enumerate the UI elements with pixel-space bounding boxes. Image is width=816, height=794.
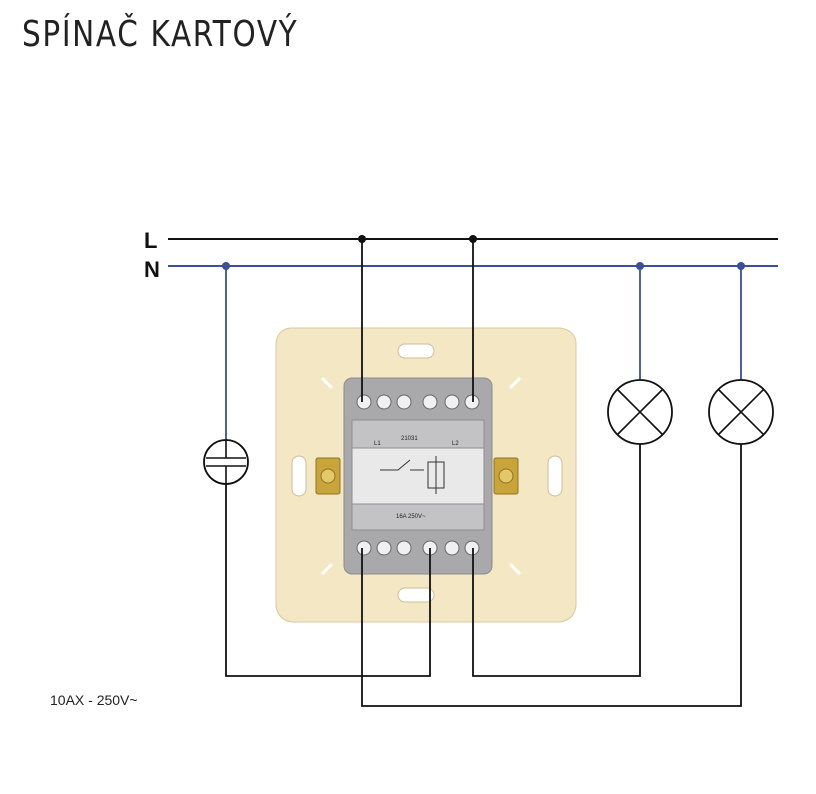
junction-dot (636, 262, 644, 270)
wire-switch-to-lamp-2 (361, 444, 742, 707)
junction-dot (222, 262, 230, 270)
junction-dot (358, 235, 366, 243)
junction-dot (469, 235, 477, 243)
lamp-symbol (607, 379, 673, 445)
terminal-label-l1: L1 (374, 441, 381, 447)
bottom-terminals (356, 540, 480, 556)
terminal-label-l2: L2 (452, 441, 459, 447)
device-voltage: 16A 250V~ (396, 514, 426, 520)
wire-switch-to-lamp-1 (472, 444, 641, 677)
switch-mechanism: 21031 L1 L2 16A 250V~ (343, 377, 493, 575)
rating-label: 10AX - 250V~ (50, 692, 138, 708)
page-title: SPÍNAČ KARTOVÝ (22, 14, 299, 55)
wire-socket-to-switch (225, 484, 431, 677)
socket-symbol (203, 439, 249, 485)
top-terminals (356, 394, 480, 410)
device-code: 21031 (401, 436, 418, 442)
line-label-n: N (144, 257, 160, 282)
left-fixing-screw (315, 457, 341, 495)
lamp-symbol (708, 379, 774, 445)
line-label-l: L (144, 228, 157, 253)
right-fixing-screw (493, 457, 519, 495)
junction-dot (737, 262, 745, 270)
